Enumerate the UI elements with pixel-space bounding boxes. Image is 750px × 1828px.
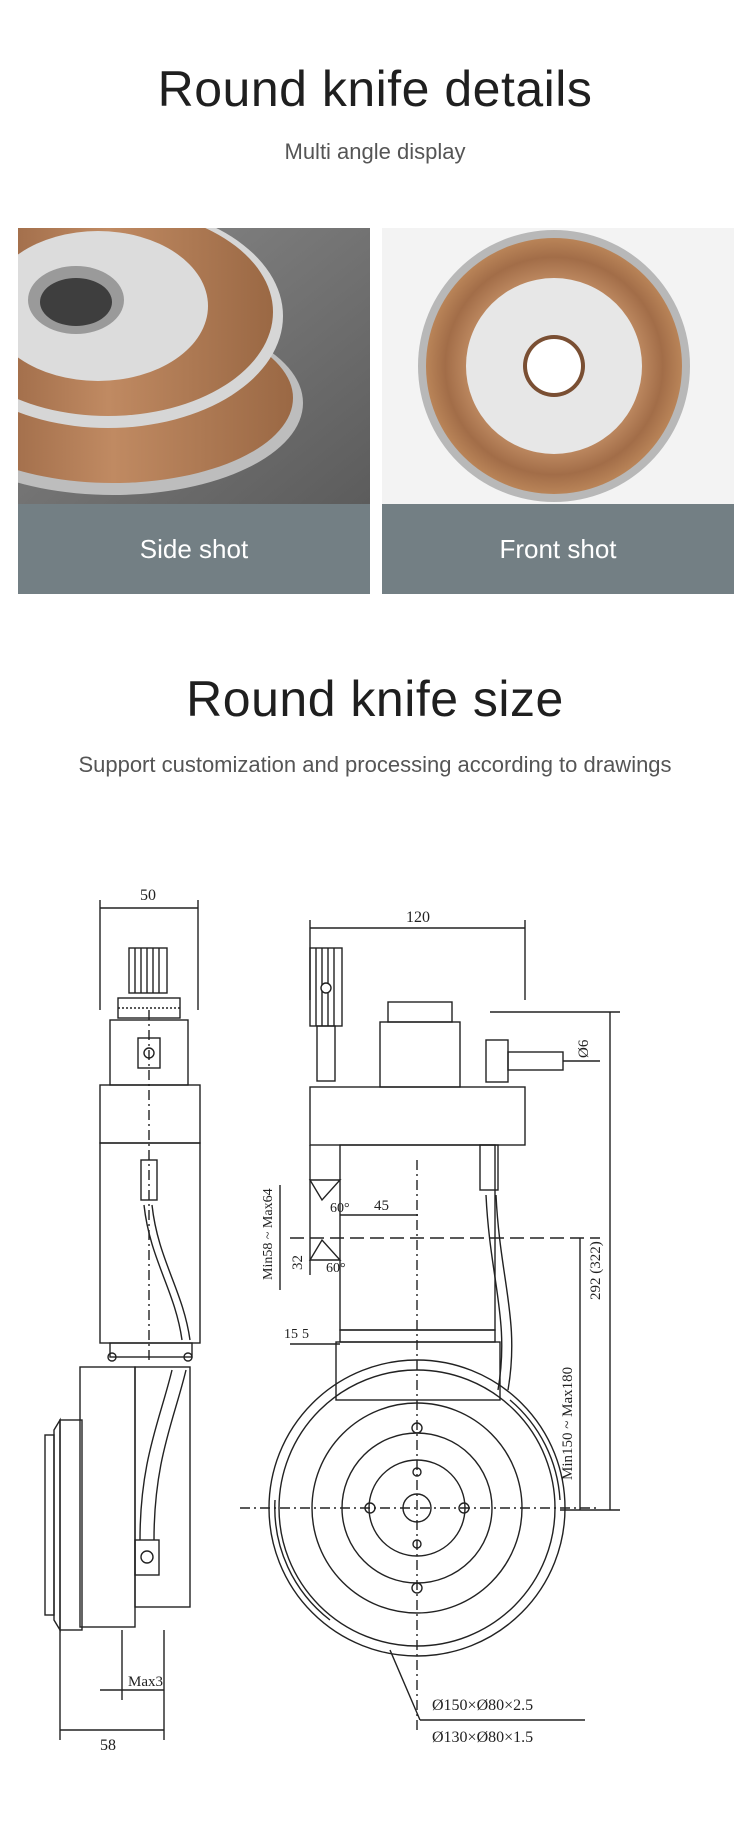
side-shot-caption: Side shot bbox=[18, 504, 370, 594]
dim-5: 5 bbox=[302, 1327, 309, 1342]
dim-292: 292 (322) bbox=[588, 1241, 604, 1300]
front-shot-card: Front shot bbox=[382, 228, 734, 594]
dim-max3: Max3 bbox=[128, 1674, 163, 1690]
dim-120: 120 bbox=[406, 909, 430, 926]
details-title: Round knife details bbox=[157, 61, 593, 117]
front-shot-photo bbox=[382, 228, 734, 504]
technical-drawing: 50 Max3 bbox=[40, 860, 720, 1815]
dim-60-b: 60° bbox=[326, 1261, 346, 1276]
dim-phi6: Ø6 bbox=[576, 1039, 592, 1058]
side-shot-photo bbox=[18, 228, 370, 504]
spec-1: Ø150×Ø80×2.5 bbox=[432, 1697, 533, 1714]
dim-50: 50 bbox=[140, 887, 156, 904]
front-shot-caption: Front shot bbox=[382, 504, 734, 594]
dim-60-a: 60° bbox=[330, 1201, 350, 1216]
spec-2: Ø130×Ø80×1.5 bbox=[432, 1729, 533, 1746]
dim-min58: Min58 ~ Max64 bbox=[261, 1188, 276, 1280]
dim-45: 45 bbox=[374, 1198, 389, 1214]
details-subtitle: Multi angle display bbox=[284, 139, 466, 164]
dim-15: 15 bbox=[284, 1327, 298, 1342]
size-title: Round knife size bbox=[186, 671, 564, 727]
dim-min150: Min150 ~ Max180 bbox=[560, 1367, 576, 1480]
dim-32: 32 bbox=[290, 1255, 306, 1270]
side-shot-card: Side shot bbox=[18, 228, 370, 594]
dim-58: 58 bbox=[100, 1737, 116, 1754]
size-subtitle: Support customization and processing acc… bbox=[78, 752, 672, 777]
